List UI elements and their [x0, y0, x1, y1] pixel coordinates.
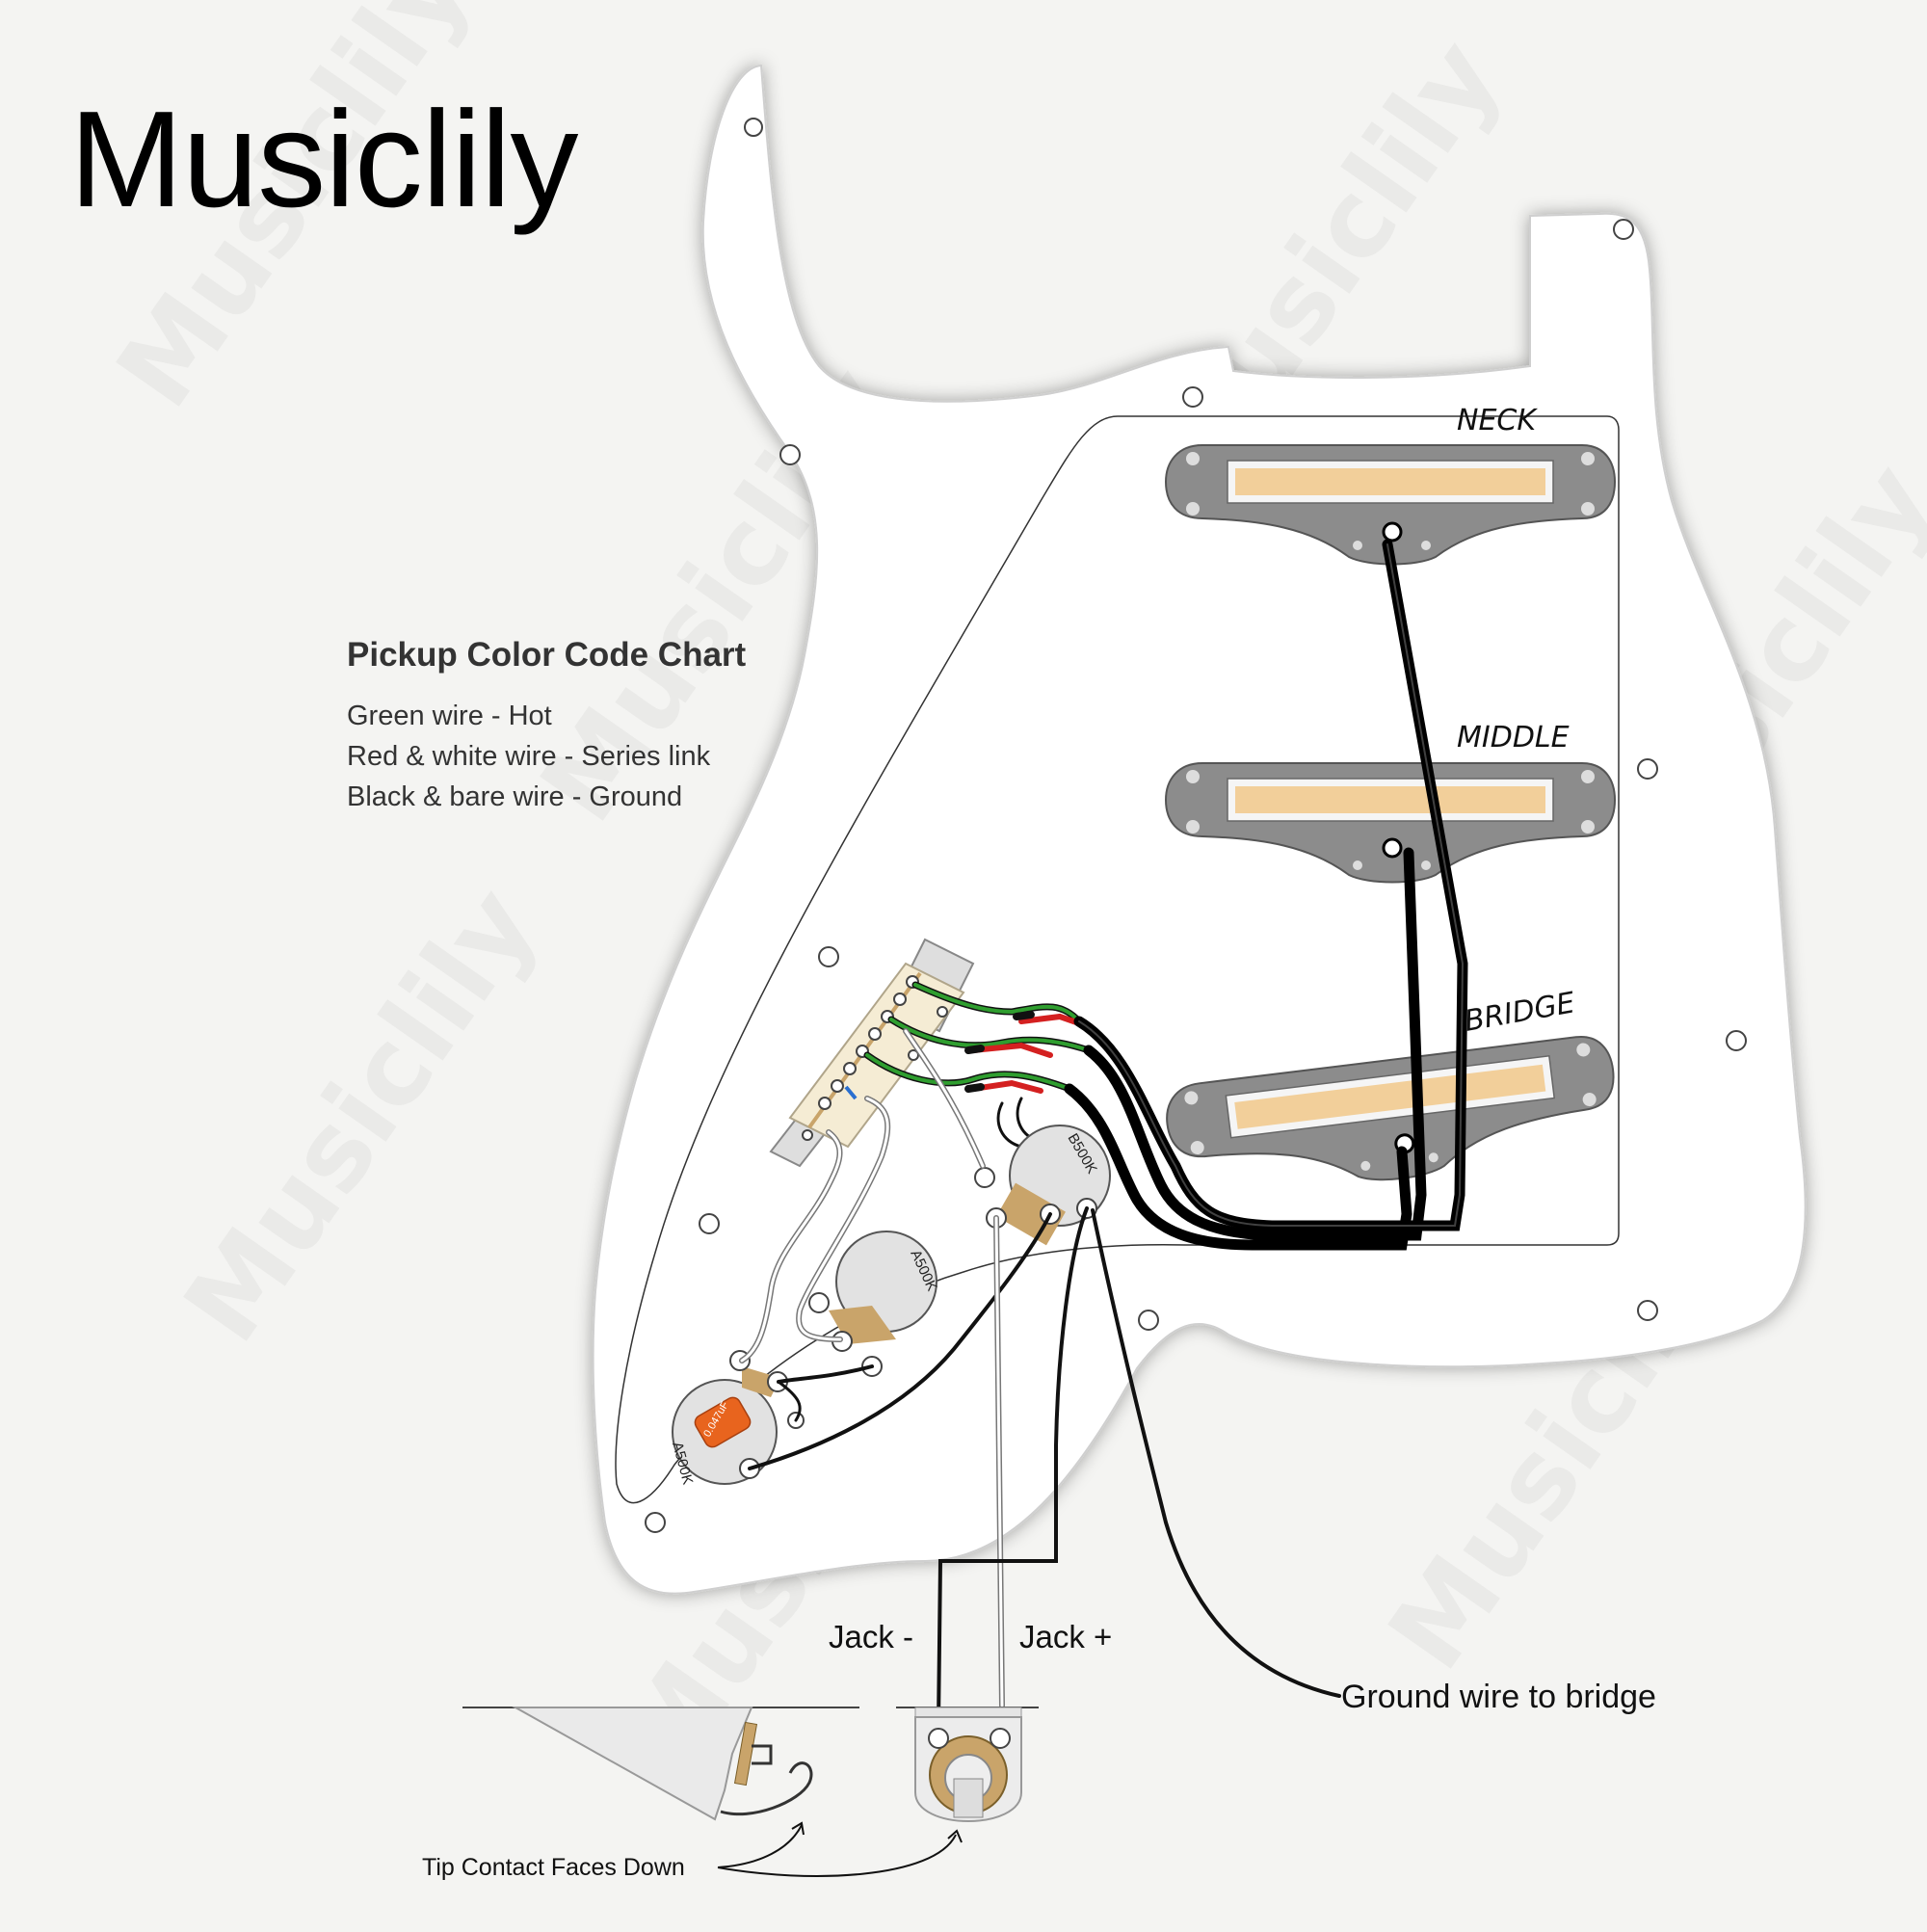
output-jack-side	[462, 1707, 859, 1821]
pickup-wires	[863, 539, 1468, 1251]
pickup-color-code-chart: Pickup Color Code Chart Green wire - Hot…	[347, 636, 746, 817]
legend-series-link: Red & white wire - Series link	[347, 741, 711, 772]
neck-pickup	[1164, 444, 1617, 566]
screw-holes	[645, 118, 1747, 1533]
jack-plus-label: Jack +	[1019, 1619, 1112, 1654]
ground-to-bridge-label: Ground wire to bridge	[1341, 1679, 1656, 1715]
jack-minus-label: Jack -	[829, 1619, 913, 1654]
legend-ground-wire: Black & bare wire - Ground	[347, 781, 683, 812]
middle-pickup	[1164, 762, 1617, 884]
neck-pickup-label: NECK	[1457, 404, 1538, 437]
tip-contact-arrows	[717, 1821, 963, 1877]
output-jack	[896, 1707, 1039, 1822]
control-wiring	[739, 1028, 1341, 1727]
tone-pot-1: A500K	[808, 1231, 940, 1377]
tip-contact-label: Tip Contact Faces Down	[422, 1854, 685, 1881]
legend-hot-wire: Green wire - Hot	[347, 701, 552, 731]
brand-logo: Musiclily	[69, 83, 578, 236]
middle-pickup-label: MIDDLE	[1457, 721, 1570, 754]
capacitor	[694, 1396, 752, 1448]
legend-title: Pickup Color Code Chart	[347, 636, 747, 674]
watermark-text: Musiclily	[160, 865, 560, 1363]
bridge-pickup	[1166, 1036, 1615, 1181]
pickup-route-outline	[615, 415, 1620, 1504]
